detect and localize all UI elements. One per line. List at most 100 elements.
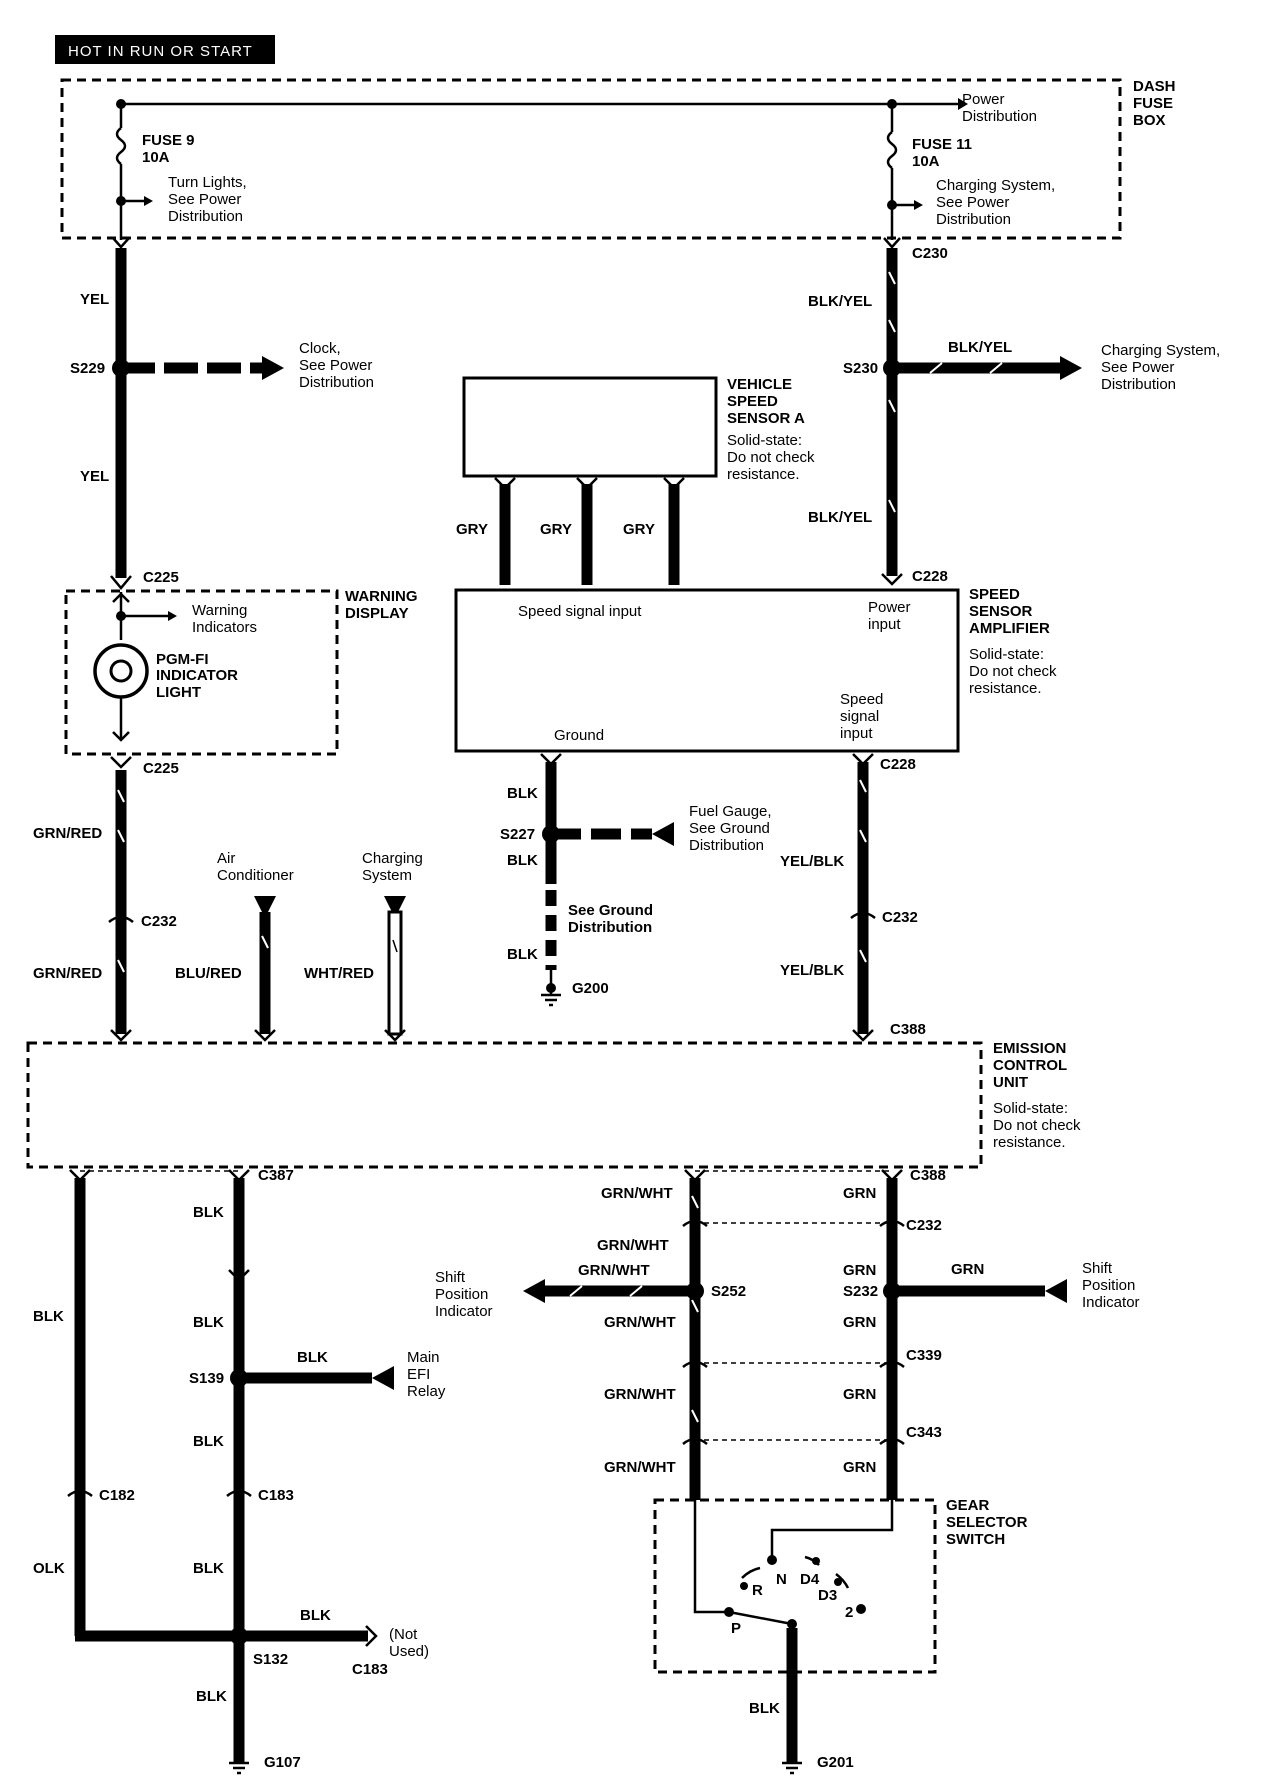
pgm-fi-filament-icon	[109, 659, 133, 683]
fuse11-name: FUSE 11	[912, 136, 972, 153]
gear-selector-label-1: GEAR	[946, 1497, 990, 1514]
grn-wht-label-6: GRN/WHT	[604, 1459, 676, 1476]
grn-wht-stripe-3	[691, 1409, 699, 1423]
vss-a-box	[462, 376, 718, 478]
c232-left-label: C232	[141, 913, 177, 930]
c232-bottom-connector-2	[879, 1219, 905, 1227]
charging-sys-ref-2: System	[362, 867, 412, 884]
charging-fuse-ref-3: Distribution	[936, 211, 1011, 228]
c343-label: C343	[906, 1424, 942, 1441]
hot-label: HOT IN RUN OR START	[68, 43, 253, 60]
vss-a-note-2: Do not check	[727, 449, 815, 466]
wht-red-wire	[387, 910, 403, 1036]
vss-a-note-1: Solid-state:	[727, 432, 802, 449]
warning-ind-ref-2: Indicators	[192, 619, 257, 636]
fuse-box-connector-right	[883, 237, 901, 249]
yel-label-1: YEL	[80, 291, 109, 308]
fuse11-rating: 10A	[912, 153, 940, 170]
shift-left-ref-2: Position	[435, 1286, 488, 1303]
c388-top-label: C388	[890, 1021, 926, 1038]
c388-top-connector	[852, 1029, 874, 1042]
grn-wht-label-1: GRN/WHT	[601, 1185, 673, 1202]
pgm-fi-bulb-icon	[93, 643, 149, 699]
grn-red-stripe-2	[117, 829, 125, 843]
ssa-box	[454, 588, 960, 753]
main-efi-ref-1: Main	[407, 1349, 440, 1366]
blk-yel-stripe-4	[888, 499, 896, 513]
grn-wht-label-3: GRN/WHT	[578, 1262, 650, 1279]
fuel-gauge-ref-1: Fuel Gauge,	[689, 803, 772, 820]
shift-right-ref-1: Shift	[1082, 1260, 1113, 1277]
fuse9-symbol	[115, 127, 127, 165]
not-used-ref-1: (Not	[389, 1626, 418, 1643]
olk-label: OLK	[33, 1560, 65, 1577]
c343-connector-2	[879, 1437, 905, 1445]
c182-label: C182	[99, 1487, 135, 1504]
grn-label-5: GRN	[843, 1459, 876, 1476]
gear-common-terminal	[787, 1619, 797, 1629]
blk-efi-label: BLK	[297, 1349, 328, 1366]
dash-fuse-box-outline	[60, 78, 1122, 240]
gear-grn-lead	[770, 1500, 894, 1560]
blk-not-used-label: BLK	[300, 1607, 331, 1624]
blk-main-label-5: BLK	[196, 1688, 227, 1705]
fuel-gauge-ref-3: Distribution	[689, 837, 764, 854]
s232-label: S232	[843, 1283, 878, 1300]
power-dist-ref-2: Distribution	[962, 108, 1037, 125]
charging-fuse-ref-2: See Power	[936, 194, 1009, 211]
charging-branch-stripe-2	[989, 362, 1003, 374]
grn-wht-label-4: GRN/WHT	[604, 1314, 676, 1331]
warning-ind-ref-1: Warning	[192, 602, 247, 619]
clock-ref-3: Distribution	[299, 374, 374, 391]
gear-label-d4: D4	[800, 1571, 820, 1588]
main-efi-ref-3: Relay	[407, 1383, 446, 1400]
yel-blk-label-1: YEL/BLK	[780, 853, 844, 870]
vss-a-label-2: SPEED	[727, 393, 778, 410]
main-efi-ref-2: EFI	[407, 1366, 430, 1383]
ecu-label-3: UNIT	[993, 1074, 1028, 1091]
ssa-note-2: Do not check	[969, 663, 1057, 680]
vss-a-label-1: VEHICLE	[727, 376, 792, 393]
vss-a-note-3: resistance.	[727, 466, 800, 483]
grn-red-stripe-3	[117, 959, 125, 973]
c183-label: C183	[258, 1487, 294, 1504]
shift-left-ref-3: Indicator	[435, 1303, 493, 1320]
c230-label: C230	[912, 245, 948, 262]
grn-red-label-1: GRN/RED	[33, 825, 102, 842]
grn-red-label-2: GRN/RED	[33, 965, 102, 982]
g201-label: G201	[817, 1754, 854, 1771]
c232-right-connector	[850, 911, 876, 919]
shift-left-stripe-1	[569, 1285, 583, 1297]
dash-fuse-box-label-1: DASH	[1133, 78, 1176, 95]
charging-sys-ref-1: Charging	[362, 850, 423, 867]
g200-label: G200	[572, 980, 609, 997]
ecu-note-1: Solid-state:	[993, 1100, 1068, 1117]
blk-g201-label: BLK	[749, 1700, 780, 1717]
c225-top-label: C225	[143, 569, 179, 586]
c228-bottom-label: C228	[880, 756, 916, 773]
grn-label-3: GRN	[843, 1314, 876, 1331]
hot-in-run-badge	[55, 35, 275, 64]
blk-yel-label-1: BLK/YEL	[808, 293, 872, 310]
c343-connector-1	[682, 1437, 708, 1445]
warning-ind-arrow	[168, 611, 177, 621]
dash-fuse-box-label-3: BOX	[1133, 112, 1166, 129]
c225-bottom-label: C225	[143, 760, 179, 777]
ssa-power-label-1: Power	[868, 599, 911, 616]
c183-bottom-label: C183	[352, 1661, 388, 1678]
ecu-note-2: Do not check	[993, 1117, 1081, 1134]
shift-left-stripe-2	[629, 1285, 643, 1297]
gear-pos-2	[856, 1604, 866, 1614]
c388-bottom-label: C388	[910, 1167, 946, 1184]
yel-label-2: YEL	[80, 468, 109, 485]
clock-arrow	[262, 356, 284, 380]
ssa-label-3: AMPLIFIER	[969, 620, 1050, 637]
charging-sys-arrow	[384, 896, 406, 918]
gear-label-2: 2	[845, 1604, 853, 1621]
c225-top-connector	[110, 575, 132, 590]
gear-selector-label-2: SELECTOR	[946, 1514, 1028, 1531]
ssa-ground-label: Ground	[554, 727, 604, 744]
c228-top-connector	[881, 573, 903, 586]
shift-right-arrow	[1045, 1279, 1067, 1303]
c339-connector-1	[682, 1360, 708, 1368]
